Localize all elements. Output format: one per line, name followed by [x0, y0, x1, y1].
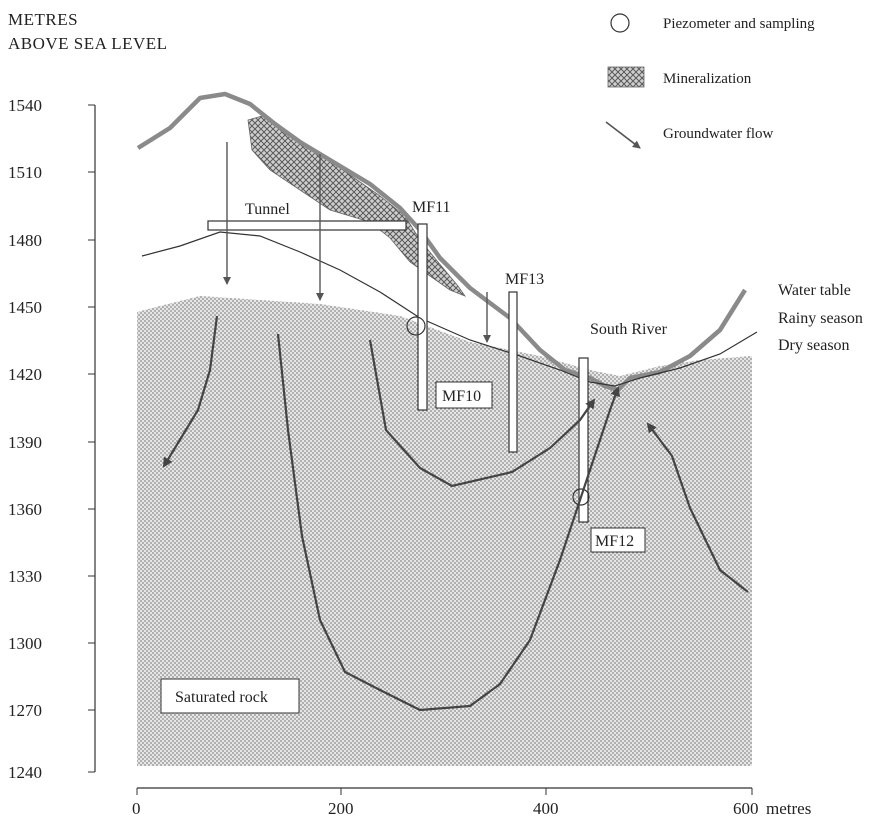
mf13-label: MF13 [505, 271, 544, 288]
saturated-rock-box [160, 678, 300, 714]
mf12-box [590, 527, 646, 553]
x-tick-0: 0 [132, 799, 141, 818]
y-tick-1450: 1450 [8, 298, 42, 317]
mf10-label: MF10 [442, 388, 481, 405]
dry-season-label: Dry season [778, 337, 850, 354]
mf12-label: MF12 [595, 533, 634, 550]
y-tick-1300: 1300 [8, 634, 42, 653]
y-tick-1240: 1240 [8, 763, 42, 782]
x-axis: 0 200 400 600 metres [132, 787, 811, 818]
legend-flow-label: Groundwater flow [663, 126, 774, 142]
legend-piezometer-icon [610, 13, 630, 33]
y-tick-1510: 1510 [8, 163, 42, 182]
saturated-rock-zone [137, 296, 752, 766]
water-table-rainy [141, 231, 758, 387]
y-tick-1540: 1540 [8, 96, 42, 115]
y-axis-title-line1: METRES [8, 10, 78, 29]
flow-path-left [162, 315, 219, 468]
piezometer-mf12 [572, 488, 590, 506]
water-table-label: Water table [778, 282, 851, 299]
piezometer-mf11 [406, 316, 426, 336]
well-mf13 [508, 291, 518, 453]
legend-flow-arrow-icon [605, 121, 641, 149]
x-tick-200: 200 [328, 799, 354, 818]
y-tick-1390: 1390 [8, 433, 42, 452]
well-mf11 [417, 223, 428, 411]
y-tick-1330: 1330 [8, 567, 42, 586]
legend: Piezometer and sampling Mineralization G… [605, 13, 815, 149]
x-tick-400: 400 [533, 799, 559, 818]
y-tick-1480: 1480 [8, 231, 42, 250]
mineralization-zone [247, 115, 467, 297]
well-mf12 [578, 357, 589, 523]
x-axis-unit: metres [766, 799, 811, 818]
legend-piezometer-label: Piezometer and sampling [663, 16, 815, 32]
y-axis: 1540 1510 1480 1450 1420 1390 1360 1330 … [8, 96, 96, 782]
y-tick-1420: 1420 [8, 365, 42, 384]
y-axis-title-line2: ABOVE SEA LEVEL [8, 34, 168, 53]
ground-surface [136, 91, 747, 393]
legend-mineralization-label: Mineralization [663, 71, 752, 87]
flow-path-shallow [368, 339, 596, 488]
rainy-season-label: Rainy season [778, 310, 863, 327]
saturated-rock-label: Saturated rock [175, 689, 268, 706]
x-tick-600: 600 [733, 799, 759, 818]
mf10-box [435, 381, 493, 409]
flow-path-deep [276, 333, 620, 712]
flow-path-right [646, 422, 749, 593]
y-tick-1360: 1360 [8, 500, 42, 519]
legend-mineralization-swatch [607, 66, 645, 88]
y-tick-1270: 1270 [8, 701, 42, 720]
tunnel-label: Tunnel [245, 201, 290, 218]
mf11-label: MF11 [412, 199, 451, 216]
tunnel [207, 220, 407, 231]
south-river-label: South River [590, 321, 668, 338]
